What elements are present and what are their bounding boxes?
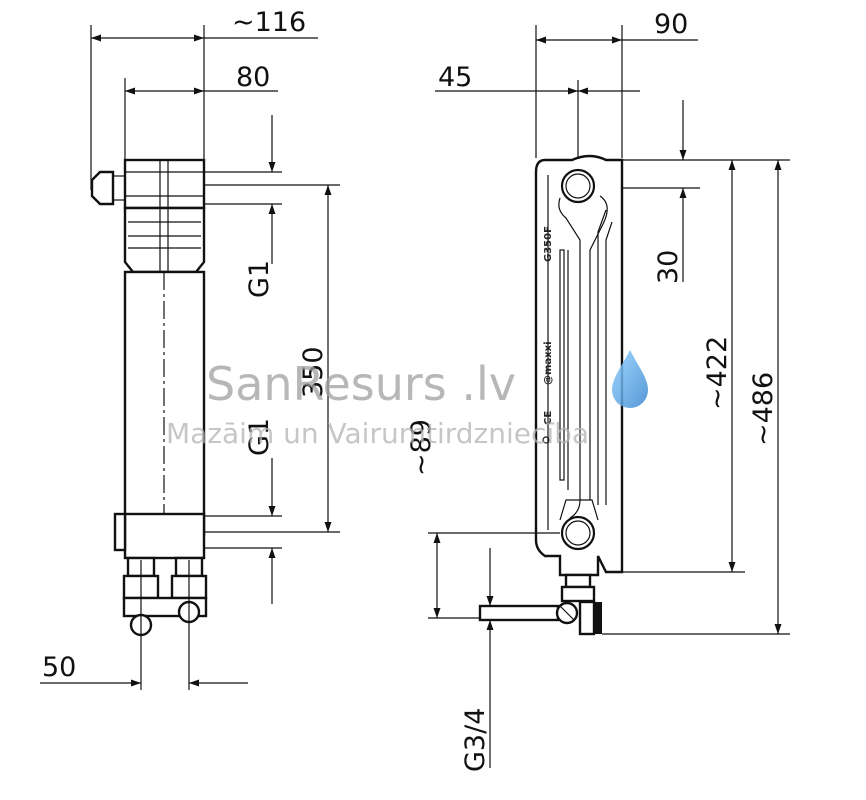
dim-bottom-connection: G1 [244,418,275,456]
dim-bottom-offset: ~89 [406,419,437,476]
watermark: SanResurs .lv Mazāim un Vairumtirdzniecī… [166,350,648,450]
dim-depth: 90 [654,9,688,40]
dim-half-depth: 45 [438,62,472,93]
dim-valve-spacing: 50 [42,652,76,683]
dim-top-connection: G1 [244,260,275,298]
dim-overall-depth: ~116 [232,7,306,38]
dim-height-body: ~422 [702,336,733,410]
dimension-labels: ~116 80 G1 350 G1 50 90 45 30 ~422 ~486 … [42,7,779,772]
dim-valve-thread: G3/4 [460,708,491,772]
dim-height-total: ~486 [748,372,779,446]
watermark-brand: SanResurs .lv [206,357,516,411]
dim-center-distance: 350 [298,346,329,398]
dim-top-offset: 30 [653,250,684,284]
dim-body-depth: 80 [236,62,270,93]
watermark-slogan: Mazāim un Vairumtirdzniecība [166,417,589,450]
right-front-view: G350F @maxxi CE [428,25,790,768]
water-drop-icon [612,350,648,408]
left-side-view [40,25,340,690]
ce-mark: CE [543,411,554,425]
model-label: G350F [543,226,554,262]
brand-label: @maxxi [543,342,554,386]
